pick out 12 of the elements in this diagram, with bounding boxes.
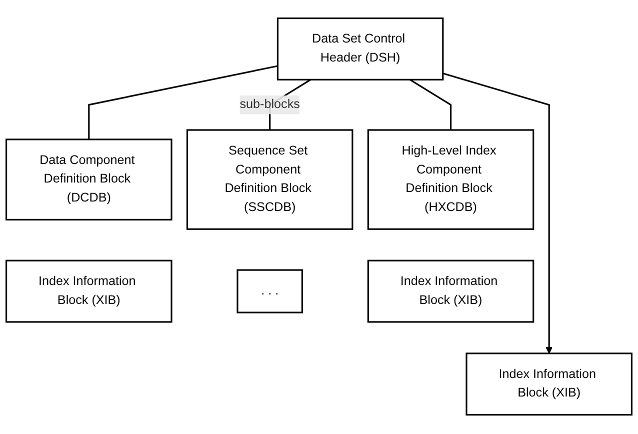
node-box: Index Information Block (XIB) — [367, 260, 534, 324]
node-box: Sequence Set Component Definition Block (SSCDB) — [186, 130, 354, 230]
arrow — [442, 73, 553, 354]
connector — [410, 79, 452, 130]
edge-label: sub-blocks — [240, 98, 300, 112]
node-box: Index Information Block (XIB) — [6, 260, 172, 324]
node-box: Data Component Definition Block (DCDB) — [6, 139, 172, 221]
node-box: High-Level Index Component Definition Block (HXCDB) — [367, 130, 534, 230]
node-box: Data Set Control Header (DSH) — [276, 18, 444, 81]
node-box: . . . — [236, 270, 303, 314]
connector — [88, 66, 278, 140]
node-box: Index Information Block (XIB) — [466, 353, 632, 416]
